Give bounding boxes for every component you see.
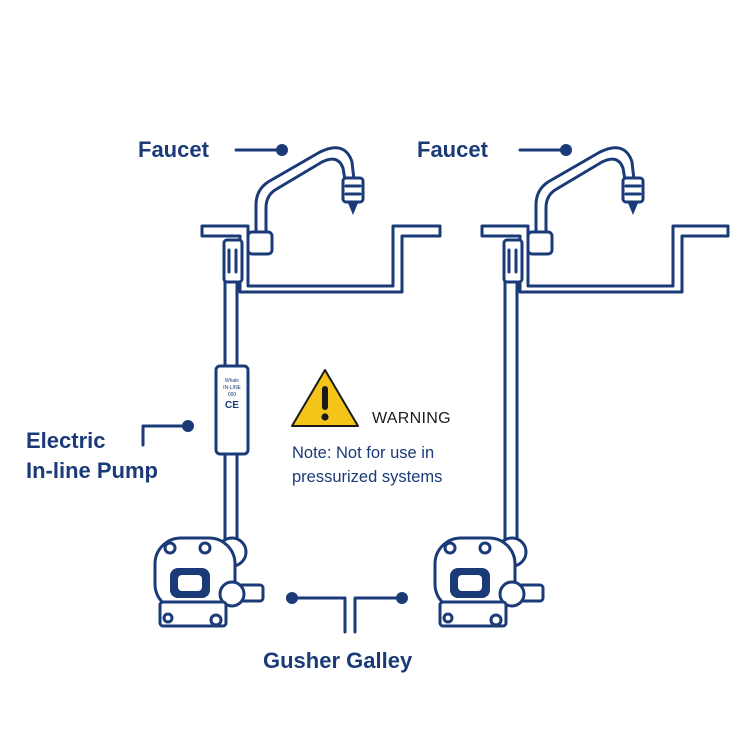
faucet-right xyxy=(526,146,645,256)
warning-note-line2: pressurized systems xyxy=(292,468,443,486)
faucet-right-label: Faucet xyxy=(417,137,488,162)
sink-left xyxy=(200,224,442,294)
pump-box-brand: Whale xyxy=(225,378,239,384)
faucet-left xyxy=(246,146,365,256)
gusher-label: Gusher Galley xyxy=(263,648,413,673)
pipe-right xyxy=(502,238,524,547)
pump-label-line1: Electric xyxy=(26,428,106,453)
pump-box-model: IN-LINE xyxy=(223,385,241,391)
pump-label-line2: In-line Pump xyxy=(26,458,158,483)
inline-pump: Whale IN-LINE 000 CE xyxy=(214,364,250,456)
warning-title: WARNING xyxy=(372,410,451,427)
pump-box-code: 000 xyxy=(228,392,237,398)
faucet-left-label: Faucet xyxy=(138,137,209,162)
callout-gusher xyxy=(286,592,408,634)
warning-note-line1: Note: Not for use in xyxy=(292,444,435,462)
gusher-pump-left xyxy=(153,536,265,628)
sink-right xyxy=(480,224,730,294)
ce-mark: CE xyxy=(225,400,239,411)
callout-faucet-left xyxy=(234,144,288,156)
callout-faucet-right xyxy=(518,144,572,156)
pipe-left xyxy=(222,238,244,547)
gusher-pump-right xyxy=(433,536,545,628)
warning-triangle-icon xyxy=(291,369,359,427)
callout-pump xyxy=(141,420,194,447)
